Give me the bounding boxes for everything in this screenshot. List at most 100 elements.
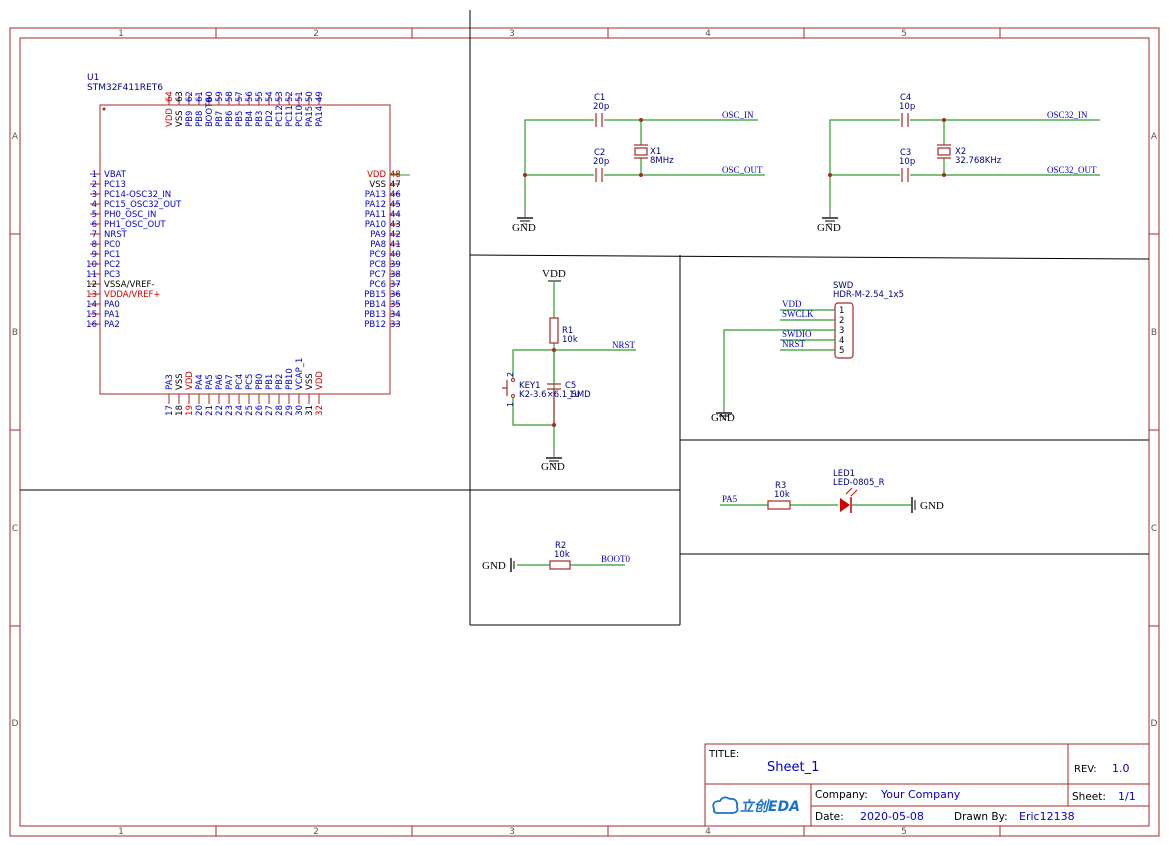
x1-ref: X1 [650,147,661,157]
pin-number-11: 11 [86,270,97,280]
pin-name-vss: VSS [369,180,386,190]
pin-number-19: 19 [185,405,195,416]
pin-name-pa15: PA15 [305,106,315,127]
r2-ref: R2 [555,541,566,551]
rev-value: 1.0 [1112,762,1130,775]
pin-name-pc14-osc32_in: PC14-OSC32_IN [104,190,171,200]
pin-number-44: 44 [390,210,401,220]
col-label-bottom-3: 3 [509,827,515,837]
pin-name-pa8: PA8 [370,240,386,250]
r3-ref: R3 [775,481,786,491]
pin-number-38: 38 [390,270,401,280]
pin-name-pc8: PC8 [370,260,386,270]
r2-body [549,560,571,570]
c4-value: 10p [899,102,915,112]
pin-number-1: 1 [92,170,97,180]
swd-net-nrst: NRST [782,339,806,349]
pin1-dot [102,107,106,111]
lse-oscillator: C4 10p C3 10p X2 32.768KHz OSC32_IN OSC3… [817,93,1100,234]
pin-name-pa0: PA0 [104,300,120,310]
pin-name-pc5: PC5 [245,374,255,390]
frame-row-ticks [10,233,1159,627]
pin-name-pc1: PC1 [104,250,120,260]
pin-number-39: 39 [390,260,401,270]
net-boot0: BOOT0 [601,554,630,564]
pin-name-pb15: PB15 [364,290,386,300]
pin-name-vss: VSS [175,373,185,390]
swd-part: HDR-M-2.54_1x5 [833,290,904,300]
pin-name-pb5: PB5 [235,111,245,127]
pin-number-3: 3 [92,190,97,200]
pin-name-pc15_osc32_out: PC15_OSC32_OUT [104,200,182,210]
pin-name-pd2: PD2 [265,110,275,127]
pin-name-pb12: PB12 [364,320,386,330]
pin-name-pb10: PB10 [285,368,295,390]
x2-ref: X2 [955,147,966,157]
c3-ref: C3 [900,148,911,158]
pin-name-pa14: PA14 [315,106,325,127]
pin-name-vdd: VDD [367,170,386,180]
pin-number-32: 32 [315,405,325,416]
led-circuit: PA5 R3 10k LED1 LED-0805_R GND [720,469,944,513]
mcu-top-pins: 64VDD63VSS62PB961PB860BOOT059PB758PB657P… [165,91,325,127]
x2-value: 32.768KHz [955,156,1002,166]
pin-name-pc10: PC10 [295,105,305,127]
sheet-label: Sheet: [1072,791,1106,803]
pin-name-pc0: PC0 [104,240,120,250]
key1-value: K2-3.6×6.1_SMD [519,390,591,400]
frame-col-ticks [215,28,1001,836]
c2-ref: C2 [594,148,605,158]
swd-pin-num-3: 3 [839,326,844,336]
pin-name-pb1: PB1 [265,374,275,390]
pin-name-pa6: PA6 [215,374,225,390]
pin-name-vssa/vref-: VSSA/VREF- [104,280,155,290]
row-label-left-b: B [12,328,18,338]
pin-name-vdda/vref+: VDDA/VREF+ [104,290,161,300]
r2-value: 10k [554,550,570,560]
pin-number-64: 64 [165,91,175,102]
pin-name-pa9: PA9 [370,230,386,240]
row-label-right-c: C [1151,524,1157,534]
reset-circuit: VDD R1 10k NRST 2 1 KEY1 K2-3.6×6.1_SMD … [502,268,636,473]
pin-name-pc2: PC2 [104,260,120,270]
pin-number-49: 49 [315,91,325,102]
pin-number-29: 29 [285,405,295,416]
company-label: Company: [815,789,868,801]
col-label-top-1: 1 [118,29,124,39]
pin-name-vcap_1: VCAP_1 [295,358,305,390]
c1-ref: C1 [594,93,605,103]
c1-value: 20p [593,102,609,112]
pin-name-pb13: PB13 [364,310,386,320]
row-label-right-b: B [1151,328,1157,338]
title-block: TITLE: Sheet_1 REV: 1.0 立创EDA Company: Y… [704,743,1150,827]
section-dividers [20,10,1150,626]
pin-name-pb8: PB8 [195,111,205,127]
pin-number-26: 26 [255,405,265,416]
sheet-value: 1/1 [1118,790,1136,803]
swd-pin-num-4: 4 [839,336,844,346]
pin-name-vdd: VDD [165,108,175,127]
col-label-bottom-1: 1 [118,827,124,837]
pin-number-61: 61 [195,91,205,102]
mcu-part-number: STM32F411RET6 [87,83,163,93]
pin-number-35: 35 [390,300,401,310]
pin-number-30: 30 [295,405,305,416]
pin-name-vdd: VDD [315,371,325,390]
pin-name-pa1: PA1 [104,310,120,320]
company-value: Your Company [880,788,961,801]
row-label-right-a: A [1151,132,1158,142]
r3-body [767,500,791,510]
r1-value: 10k [562,335,578,345]
pin-number-12: 12 [86,280,97,290]
swd-ref: SWD [833,281,854,291]
sheet-title: Sheet_1 [767,760,819,775]
pin-name-ph0_osc_in: PH0_OSC_IN [104,210,156,220]
mcu-designator: U1 [87,73,99,83]
lceda-logo: 立创EDA [712,796,800,815]
pin-name-pa10: PA10 [365,220,386,230]
net-pa5: PA5 [722,494,738,504]
net-osc32-out: OSC32_OUT [1047,165,1097,175]
swd-pin-num-2: 2 [839,316,844,326]
col-label-top-4: 4 [705,29,711,39]
